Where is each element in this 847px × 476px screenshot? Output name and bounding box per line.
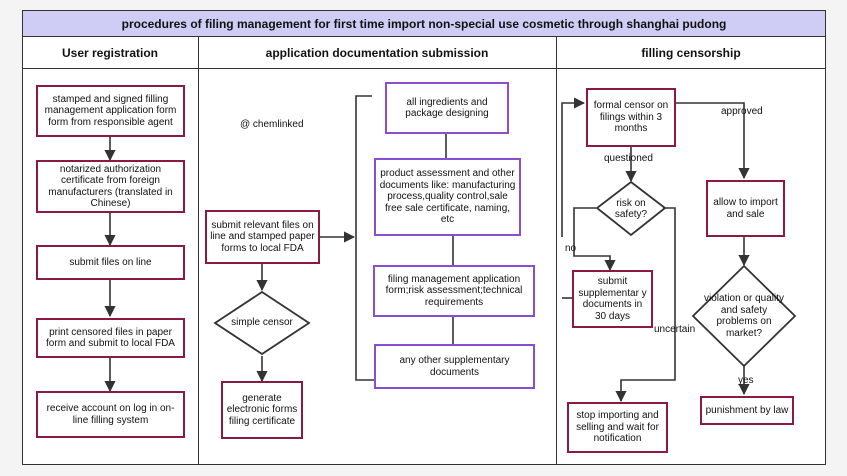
arrow-approved-to-allow xyxy=(676,102,750,180)
label-questioned: questioned xyxy=(604,153,653,164)
label-uncertain: uncertain xyxy=(654,324,696,335)
box-allow-import: allow to import and sale xyxy=(706,180,785,237)
arrow-to-formal-censor xyxy=(561,97,586,237)
box-submit-online: submit files on line xyxy=(36,245,185,280)
box-stamped-form: stamped and signed filling management ap… xyxy=(36,85,185,137)
simple-censor-text: simple censor xyxy=(231,317,293,329)
docs-bracket xyxy=(355,95,374,381)
violation-text: violation or quality and safety problems… xyxy=(703,293,785,339)
risk-safety-diamond xyxy=(595,180,667,237)
lane-divider-2 xyxy=(556,37,557,465)
label-no: no xyxy=(565,243,577,254)
box-generate-cert: generate electronic forms filing certifi… xyxy=(221,381,303,439)
watermark-chemlinked: @ chemlinked xyxy=(240,119,304,130)
box-submit-supp: submit supplementar y documents in 30 da… xyxy=(572,270,653,328)
simple-censor-diamond xyxy=(213,290,311,356)
violation-diamond xyxy=(691,264,797,368)
lane-documentation: application documentation submission xyxy=(198,37,556,69)
lane-censorship: filling censorship xyxy=(556,37,826,69)
diagram-title: procedures of filing management for firs… xyxy=(22,10,826,37)
box-notarized: notarized authorization certificate from… xyxy=(36,160,185,213)
box-product-assessment: product assessment and other documents l… xyxy=(374,158,521,236)
risk-safety-text: risk on safety? xyxy=(614,197,648,221)
box-supplementary: any other supplementary documents xyxy=(374,344,535,389)
lane-user-registration: User registration xyxy=(22,37,198,69)
lane-divider-1 xyxy=(198,37,199,465)
box-print-files: print censored files in paper form and s… xyxy=(36,318,185,358)
box-ingredients: all ingredients and package designing xyxy=(385,82,509,134)
box-punishment: punishment by law xyxy=(700,396,794,425)
label-yes: yes xyxy=(738,375,754,386)
box-stop-importing: stop importing and selling and wait for … xyxy=(567,402,668,453)
box-formal-censor: formal censor on filings within 3 months xyxy=(586,88,676,147)
arrow-uncertain-to-stop xyxy=(615,207,676,403)
arrow-no-to-submit-supp xyxy=(573,207,616,272)
box-receive-account: receive account on log in on-line fillin… xyxy=(36,391,185,438)
box-submit-relevant: submit relevant files on line and stampe… xyxy=(205,210,320,264)
box-filing-form: filing management application form;risk … xyxy=(373,265,535,317)
label-approved: approved xyxy=(721,106,763,117)
